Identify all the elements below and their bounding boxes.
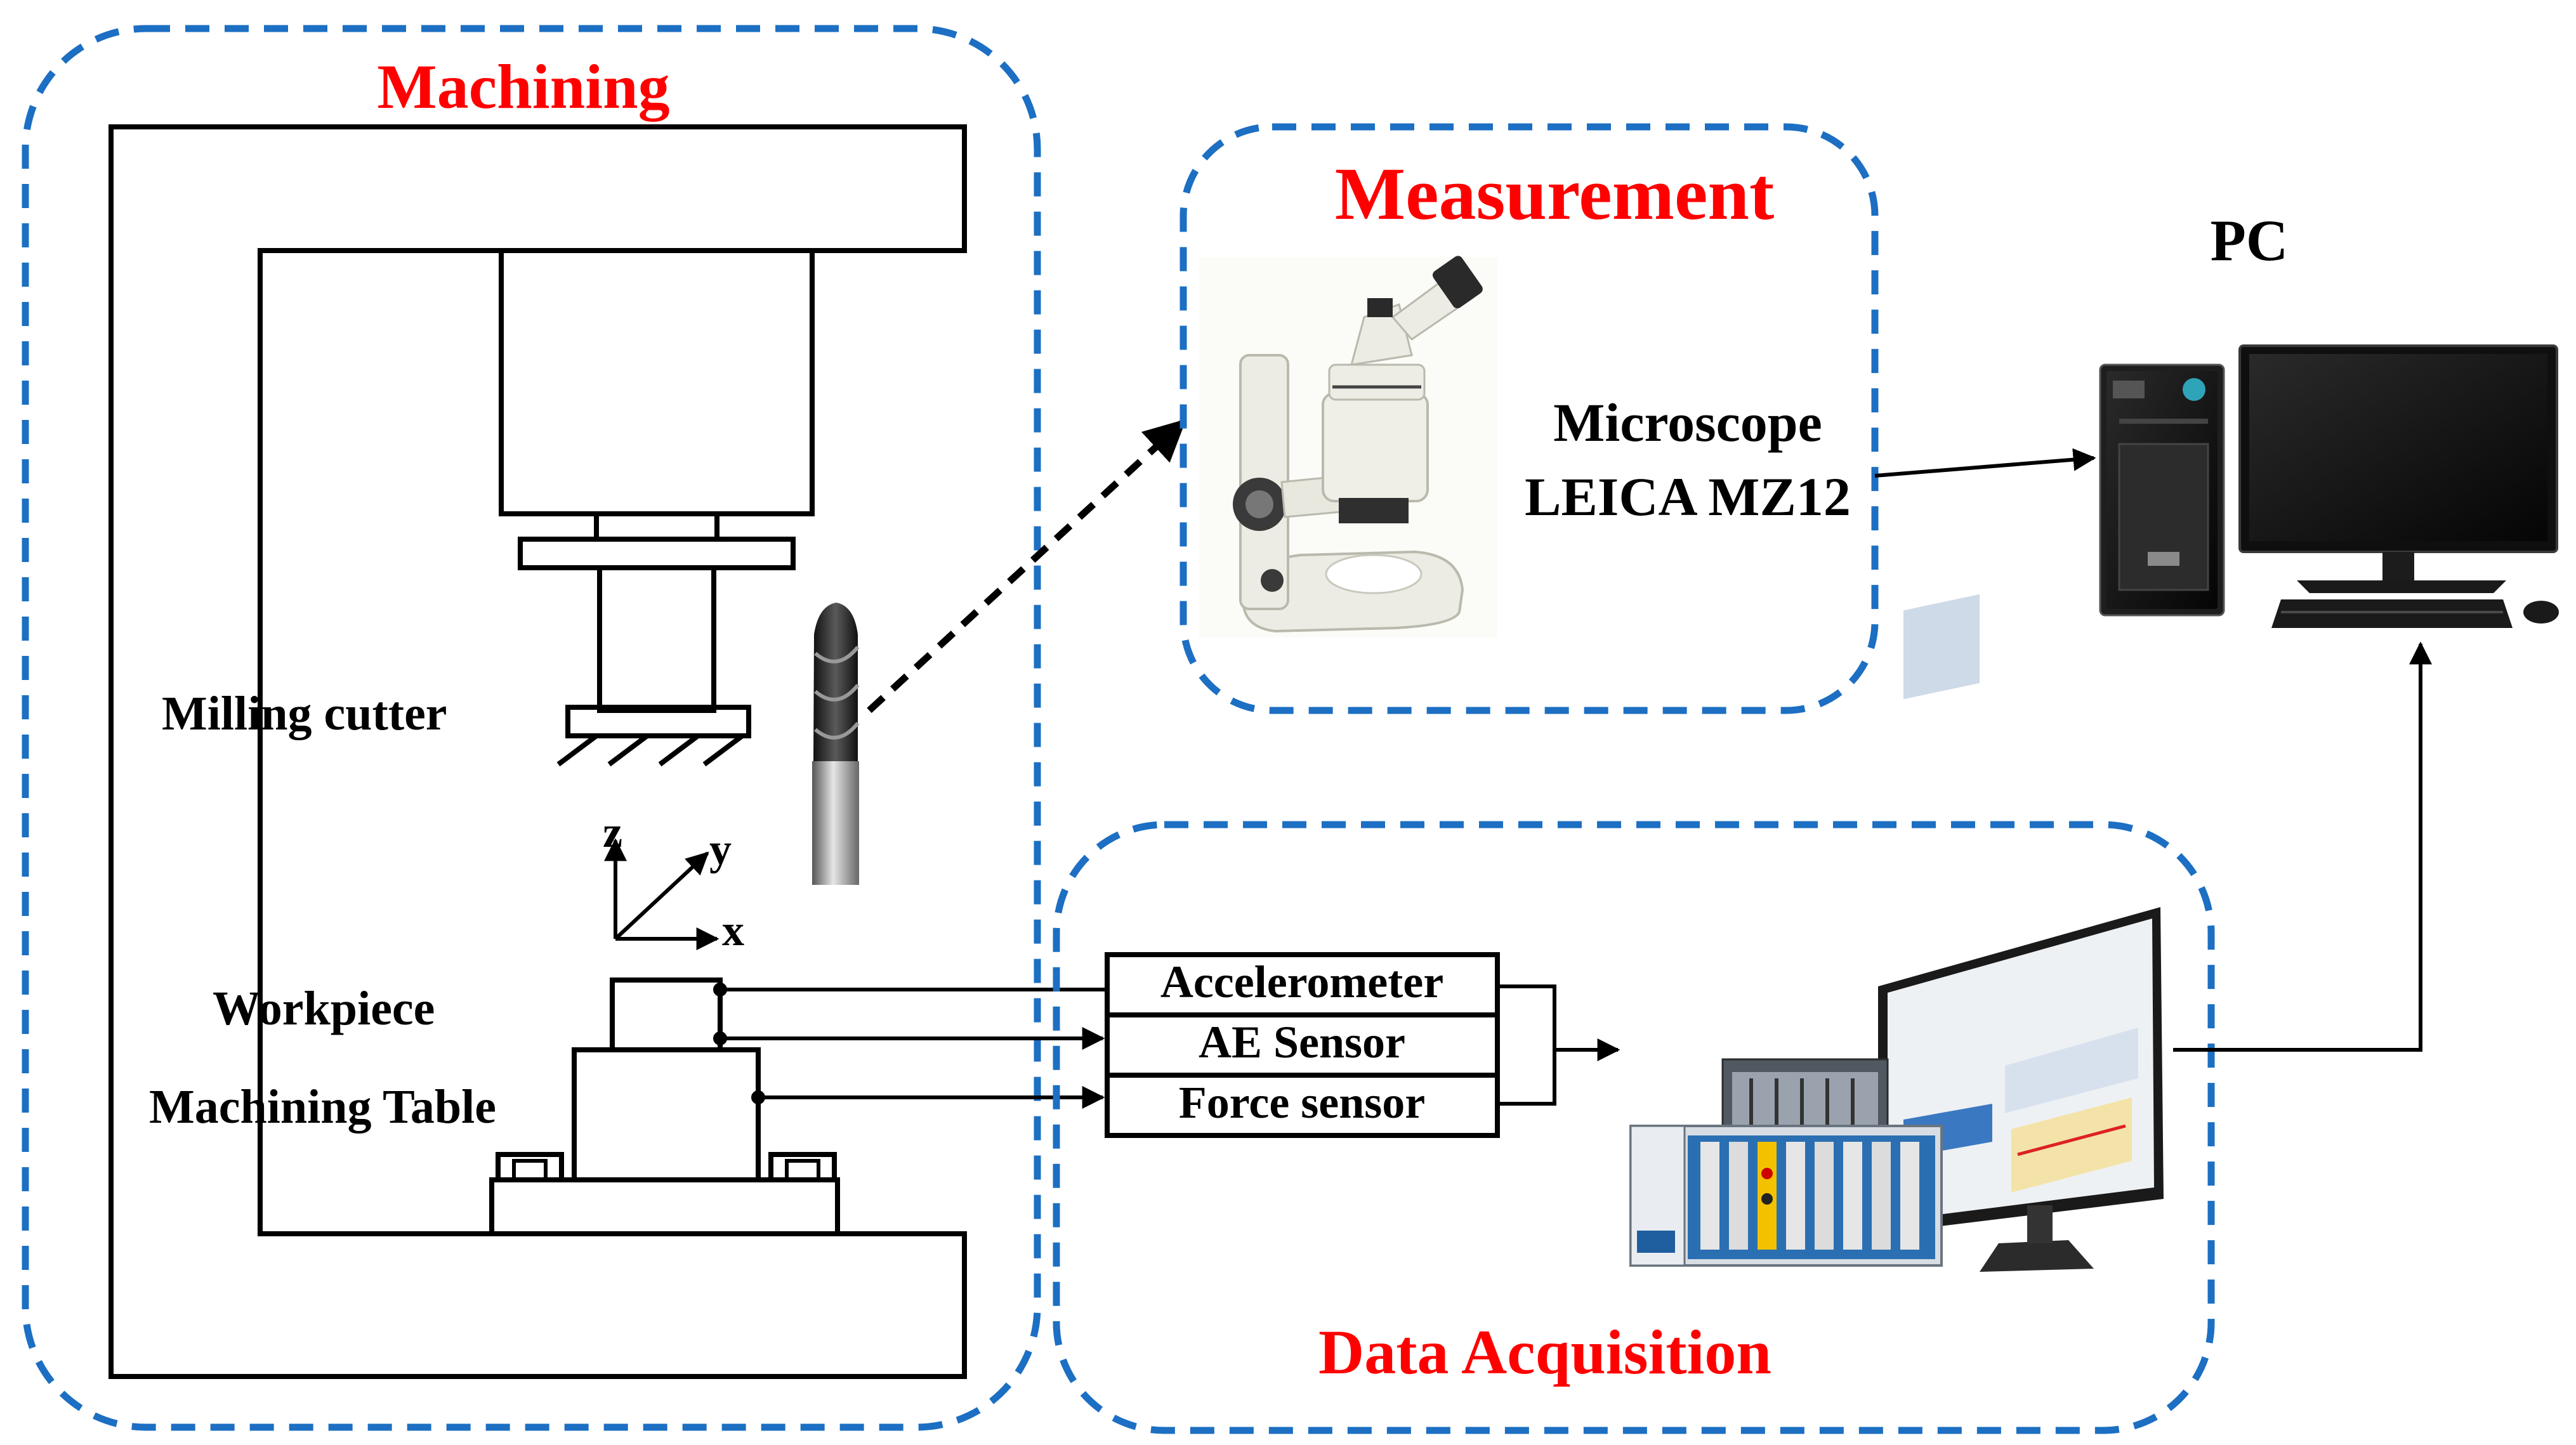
- daq-to-pc-arrow: [2173, 641, 2432, 1052]
- microscope-to-pc-arrow: [1874, 448, 2096, 478]
- coordinate-axes: z y x: [603, 808, 744, 955]
- pc-title: PC: [2211, 208, 2289, 273]
- machining-table-label: Machining Table: [149, 1080, 496, 1134]
- data-acquisition-title: Data Acquisition: [1318, 1317, 1771, 1387]
- spindle-neck: [594, 511, 720, 542]
- data-acquisition-section-border: [1053, 821, 2215, 1434]
- tool-holder: [556, 705, 751, 767]
- microscope-label-line2: LEICA MZ12: [1525, 466, 1851, 527]
- cutter-to-microscope-arrow: [867, 419, 1186, 714]
- axis-y-label: y: [709, 825, 732, 874]
- workpiece: [610, 978, 723, 1052]
- table-base: [489, 1177, 840, 1236]
- milling-cutter-label: Milling cutter: [162, 687, 447, 740]
- microscope-label-line1: Microscope: [1553, 392, 1822, 453]
- ae-sensor-label: AE Sensor: [1199, 1017, 1405, 1068]
- machining-table-assembly: [489, 978, 840, 1236]
- machining-table: [572, 1047, 761, 1182]
- spindle-shaft: [597, 565, 716, 713]
- measurement-section-border: [1180, 123, 1879, 714]
- machine-frame: [108, 124, 967, 1379]
- sensor-wires: [713, 983, 1107, 1109]
- daq-chassis-icon: [1629, 594, 2164, 1272]
- microscope-icon: [1199, 256, 1497, 638]
- sensor-boxes: Accelerometer AE Sensor Force sensor: [1105, 952, 1500, 1138]
- sensor-combiner: [1497, 984, 1620, 1106]
- axis-z-label: z: [603, 808, 622, 857]
- workpiece-label: Workpiece: [213, 982, 435, 1035]
- spindle-flange: [518, 537, 796, 570]
- axis-x-label: x: [722, 906, 744, 955]
- desktop-pc-icon: [2099, 344, 2559, 628]
- machining-title: Machining: [377, 51, 669, 122]
- machining-section-border: [22, 25, 1041, 1431]
- force-sensor-label: Force sensor: [1179, 1077, 1426, 1128]
- accelerometer-label: Accelerometer: [1160, 957, 1443, 1007]
- spindle-head: [499, 248, 815, 516]
- measurement-title: Measurement: [1335, 152, 1775, 235]
- end-mill-icon: [805, 599, 867, 886]
